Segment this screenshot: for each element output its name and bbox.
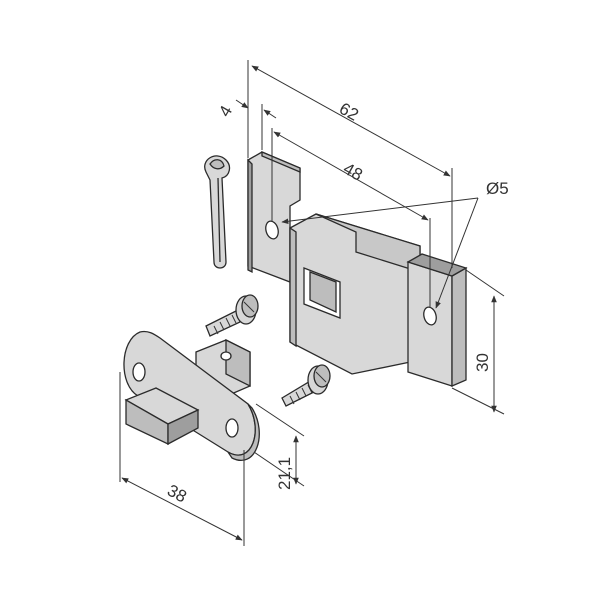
mounting-hole-right bbox=[423, 306, 437, 326]
flange-hole-right bbox=[225, 418, 239, 438]
flange-hole-left bbox=[132, 362, 146, 382]
dimension-lines bbox=[119, 60, 505, 546]
dim-4-label: 4 bbox=[215, 102, 236, 120]
screw-icon bbox=[205, 294, 259, 337]
split-pin-icon bbox=[204, 155, 231, 269]
screw-icon bbox=[281, 364, 331, 407]
dim-62-label: 62 bbox=[336, 99, 362, 125]
mounting-hole-left bbox=[265, 220, 279, 240]
dim-hole-diameter-label: Ø5 bbox=[486, 179, 509, 198]
dim-38-label: 38 bbox=[164, 481, 190, 507]
bracket-icon bbox=[247, 151, 468, 387]
dim-30-label: 30 bbox=[473, 353, 492, 372]
dim-48-label: 48 bbox=[340, 159, 366, 185]
dim-21-1-label: 21,1 bbox=[275, 457, 294, 490]
bearing-icon bbox=[123, 330, 260, 461]
